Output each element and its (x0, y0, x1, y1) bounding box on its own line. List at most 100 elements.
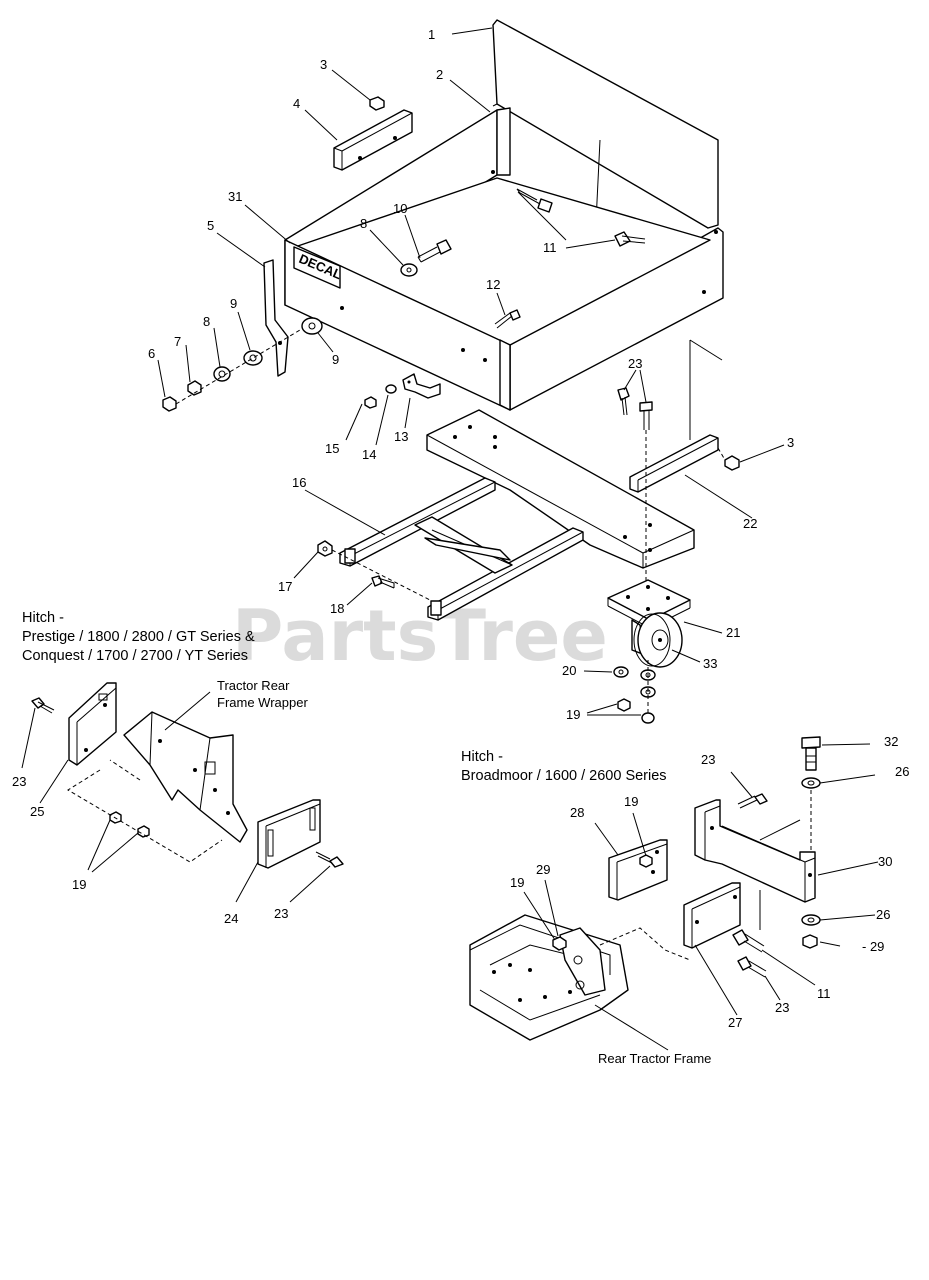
callout-14: 14 (362, 447, 376, 462)
callout-23-e: 23 (775, 1000, 789, 1015)
caption-hitch-a: Hitch - Prestige / 1800 / 2800 / GT Seri… (22, 610, 255, 664)
callout-13: 13 (394, 429, 408, 444)
callout-30: 30 (878, 854, 892, 869)
part-24-plate (257, 799, 321, 869)
callout-28: 28 (570, 805, 584, 820)
part-7-nut (187, 380, 202, 396)
callout-23-b: 23 (12, 774, 26, 789)
callout-19-b: 19 (72, 877, 86, 892)
callout-31: 31 (228, 189, 242, 204)
part-11-screw (516, 188, 553, 213)
tractor-rear-frame-wrapper (123, 711, 248, 843)
part-11-screw-b (614, 231, 646, 247)
part-28-plate (608, 839, 668, 901)
callout-24: 24 (224, 911, 238, 926)
part-8-washer (400, 263, 418, 277)
callout-7: 7 (174, 334, 181, 349)
part-27-plate (683, 882, 741, 949)
part-26-washer-a (801, 777, 821, 789)
callout-20: 20 (562, 663, 576, 678)
callout-2: 2 (436, 67, 443, 82)
part-22-angle (629, 434, 719, 493)
callout-8: 8 (360, 216, 367, 231)
cart-assembly: DECAL (162, 19, 724, 412)
callout-22: 22 (743, 516, 757, 531)
part-4-bracket (333, 109, 413, 171)
callout-6: 6 (148, 346, 155, 361)
part-12-screw (494, 309, 521, 329)
part-3-nut (369, 96, 385, 111)
decal-31 (293, 246, 341, 289)
part-10-bolt (417, 239, 452, 263)
callout-23-d: 23 (701, 752, 715, 767)
caption-hitch-b-line2: Broadmoor / 1600 / 2600 Series (461, 768, 667, 784)
part-18-pin (371, 575, 395, 589)
part-19-nut (617, 698, 631, 712)
callout-11: 11 (543, 240, 557, 255)
part-8-lockwasher (213, 366, 231, 382)
caption-hitch-a-line2: Prestige / 1800 / 2800 / GT Series & (22, 629, 255, 645)
callout-19: 19 (566, 707, 580, 722)
caption-wrapper: Tractor Rear Frame Wrapper (217, 678, 308, 710)
callout-9: 9 (230, 296, 237, 311)
callout-29-b: - 29 (862, 939, 884, 954)
callout-15: 15 (325, 441, 339, 456)
callout-18: 18 (330, 601, 344, 616)
callout-21: 21 (726, 625, 740, 640)
part-3-nut-b (724, 455, 740, 471)
callout-29: 29 (536, 862, 550, 877)
callout-23: 23 (628, 356, 642, 371)
callout-25: 25 (30, 804, 44, 819)
hitch-b-assembly (469, 736, 821, 1041)
callout-19-d: 19 (510, 875, 524, 890)
callout-9-b: 9 (332, 352, 339, 367)
part-6-nut (162, 396, 177, 412)
rear-tractor-frame (469, 914, 629, 1041)
callout-23-c: 23 (274, 906, 288, 921)
part-15-nut (364, 396, 377, 409)
caption-wrapper-line1: Tractor Rear (217, 678, 290, 693)
callout-4: 4 (293, 96, 300, 111)
leader-lines (21, 27, 879, 1051)
part-19-nut-c (639, 854, 653, 868)
callout-3: 3 (320, 57, 327, 72)
caption-hitch-a-line1: Hitch - (22, 610, 64, 626)
callout-labels: 1 2 3 4 31 5 10 8 11 12 9 8 7 6 9 15 14 … (12, 27, 909, 1030)
part-32-bolt (801, 736, 821, 749)
part-14-washer (385, 384, 397, 394)
part-13-clip (402, 373, 441, 399)
caption-hitch-a-line3: Conquest / 1700 / 2700 / YT Series (22, 648, 248, 664)
part-2-cart-box: DECAL (284, 107, 724, 411)
caption-wrapper-line2: Frame Wrapper (217, 695, 308, 710)
part-9-washer-a (301, 317, 323, 335)
part-26-washer-b (801, 914, 821, 926)
callout-1: 1 (428, 27, 435, 42)
callout-10: 10 (393, 201, 407, 216)
caption-hitch-b-line1: Hitch - (461, 749, 503, 765)
callout-17: 17 (278, 579, 292, 594)
callout-12: 12 (486, 277, 500, 292)
part-20-washer (613, 666, 629, 678)
callout-8-b: 8 (203, 314, 210, 329)
callout-3-b: 3 (787, 435, 794, 450)
part-9-washer-b (243, 350, 263, 366)
part-17-nut (317, 540, 333, 557)
part-25-plate (68, 682, 117, 766)
callout-33: 33 (703, 656, 717, 671)
part-30-bracket (694, 799, 816, 903)
callout-11-b: 11 (817, 986, 831, 1001)
callout-19-c: 19 (624, 794, 638, 809)
callout-26: 26 (895, 764, 909, 779)
part-23-bolts (617, 387, 653, 590)
caption-hitch-b: Hitch - Broadmoor / 1600 / 2600 Series (461, 749, 667, 784)
part-29-nut (802, 934, 818, 949)
hitch-a-assembly (31, 682, 344, 869)
caption-rear-tractor-frame: Rear Tractor Frame (598, 1051, 711, 1066)
watermark: PartsTree (232, 595, 608, 677)
callout-27: 27 (728, 1015, 742, 1030)
part-5-hitch-bar (263, 259, 289, 377)
callout-16: 16 (292, 475, 306, 490)
callout-26-b: 26 (876, 907, 890, 922)
part-19-nut-b (137, 825, 150, 838)
